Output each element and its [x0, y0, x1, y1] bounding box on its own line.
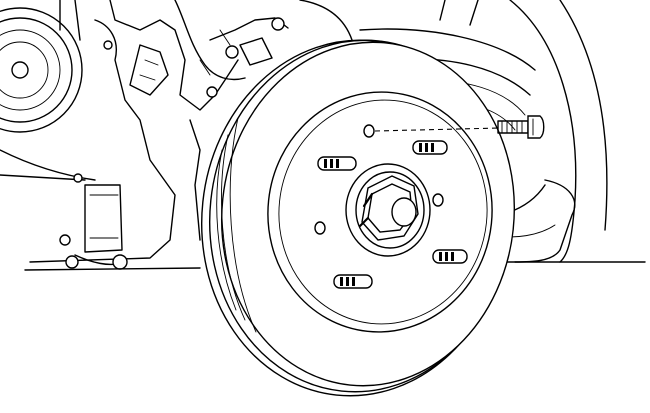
wheel-stud-bottom	[333, 274, 373, 289]
wheel-stud-top-left	[317, 156, 357, 171]
axle-shaft-background	[0, 0, 96, 181]
steering-knuckle	[24, 0, 289, 271]
wheel-stud	[317, 140, 468, 289]
hub-nut	[358, 175, 419, 241]
set-screw	[374, 115, 545, 139]
wheel-stud-right	[432, 249, 468, 264]
wheel-stud-top-right	[412, 140, 448, 155]
rotor-holes	[314, 124, 444, 235]
